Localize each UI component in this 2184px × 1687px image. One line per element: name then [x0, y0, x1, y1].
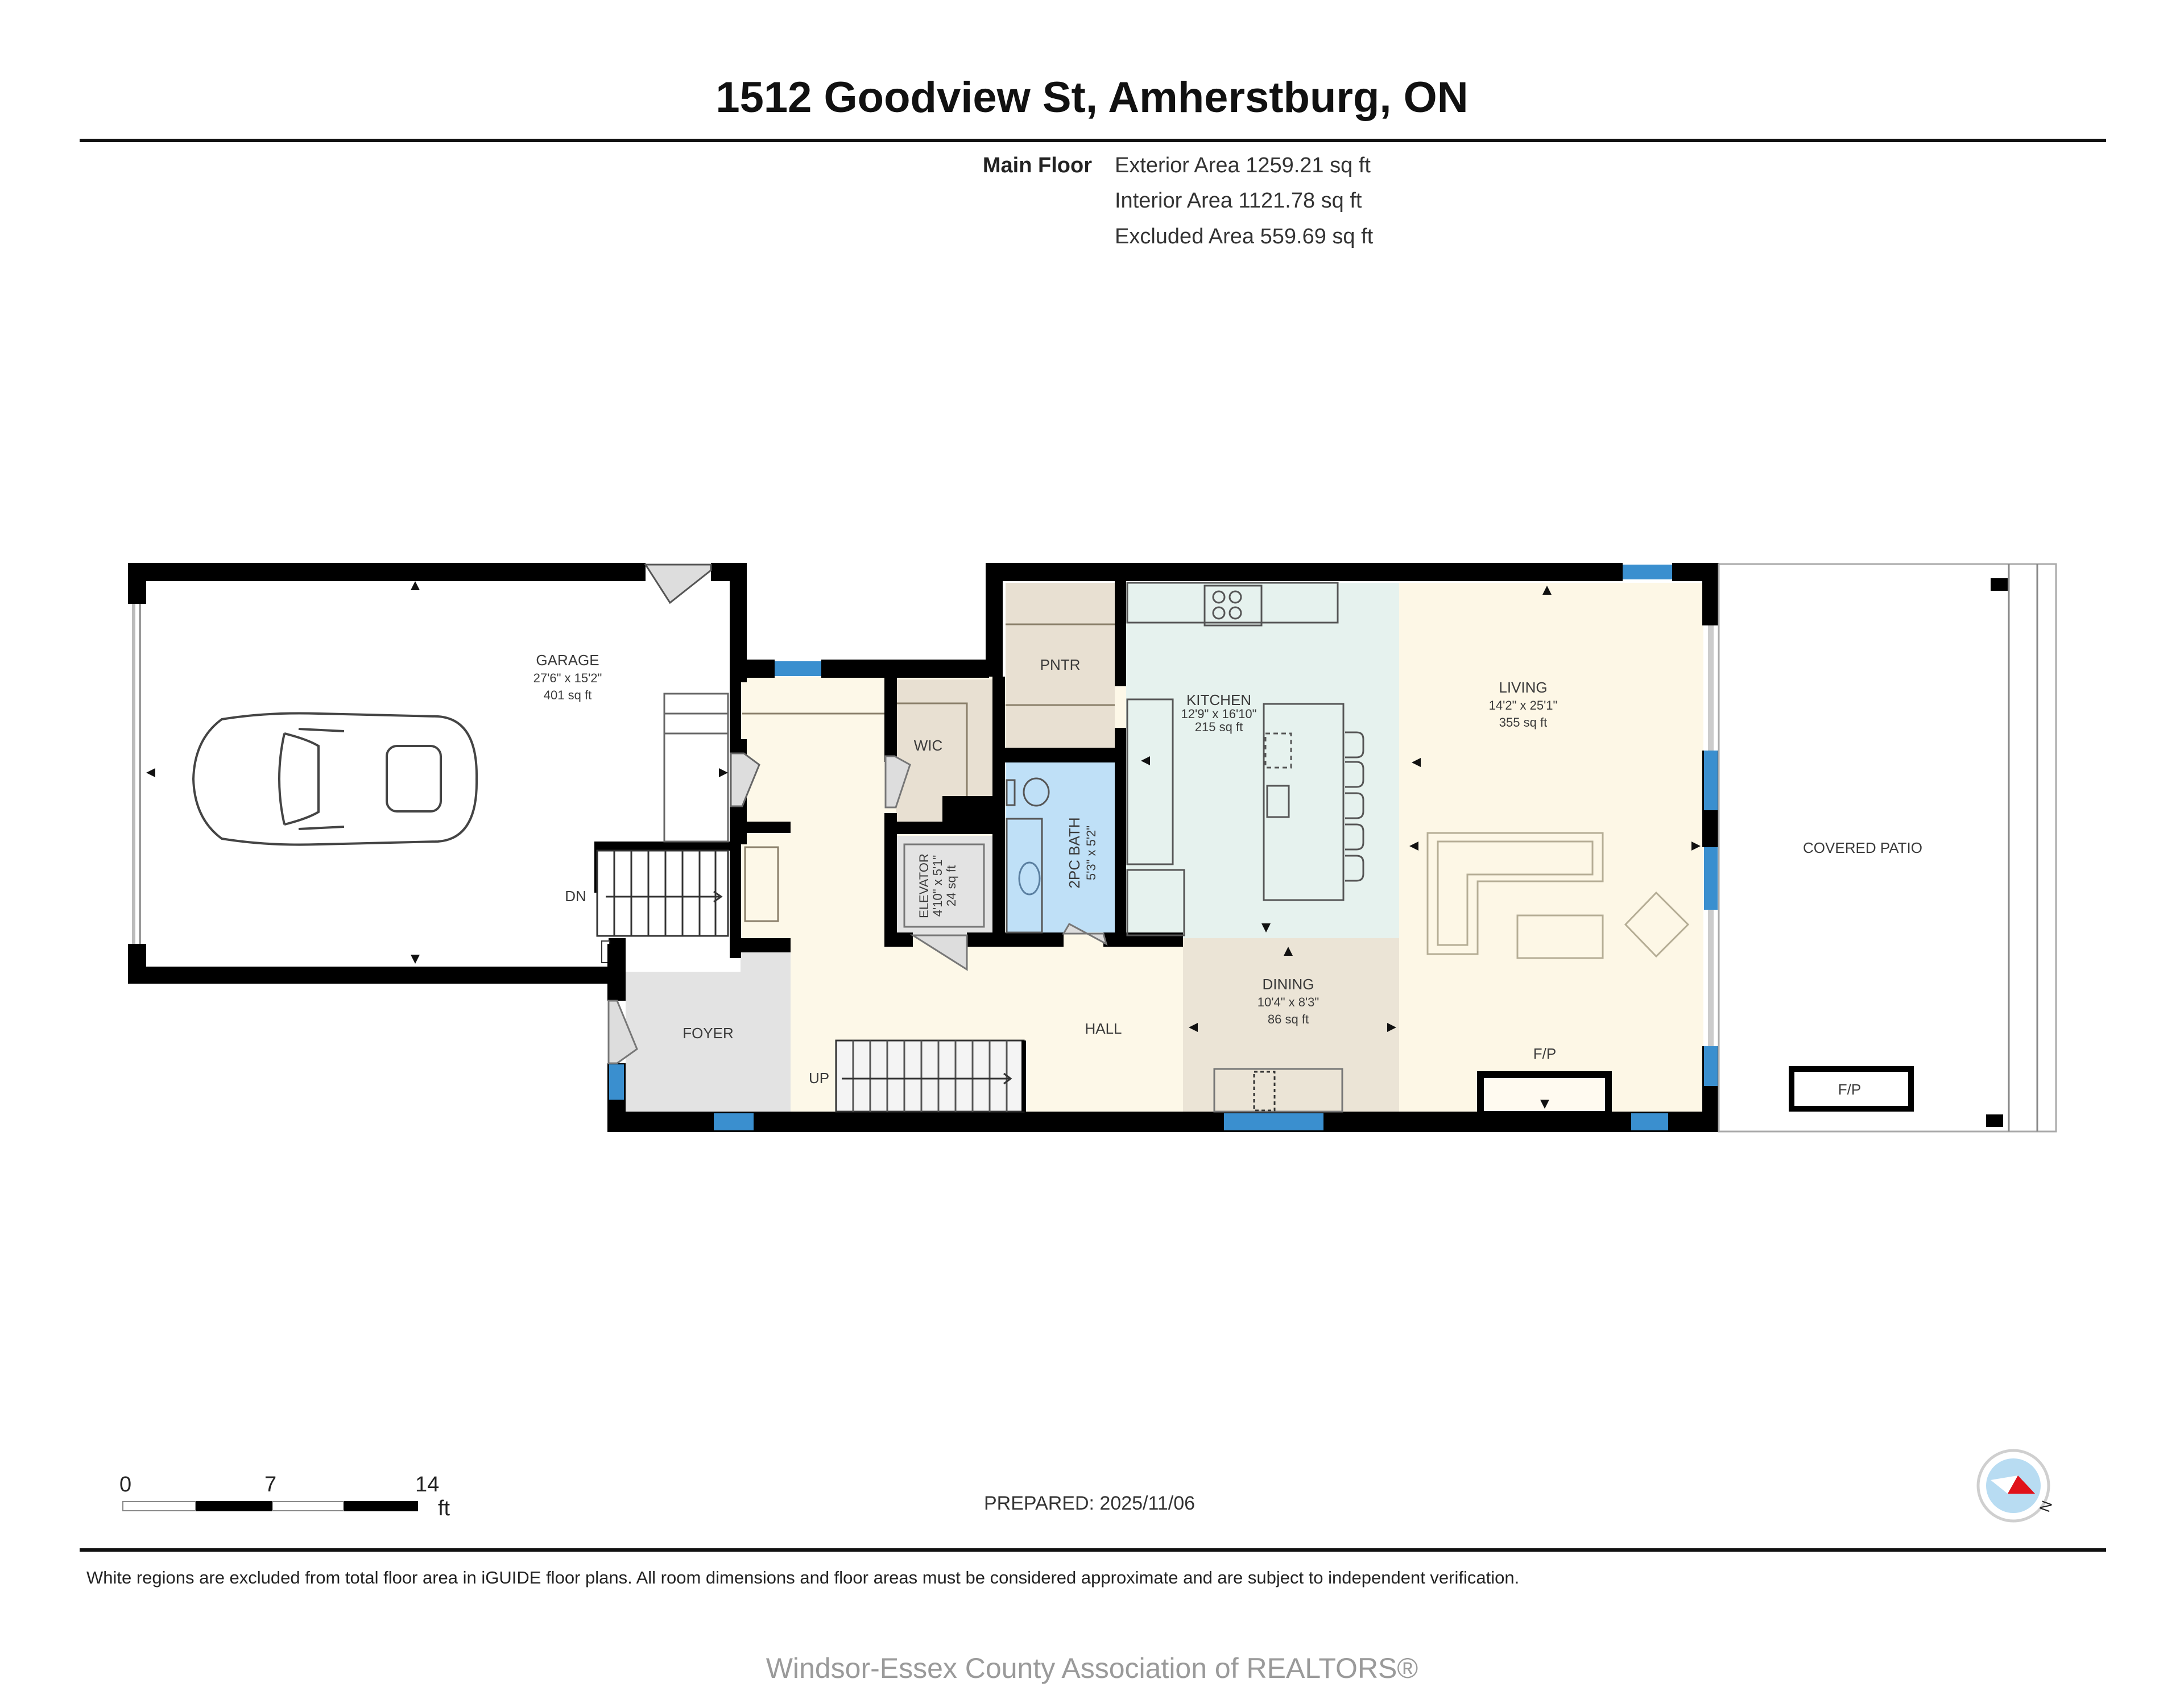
header-divider	[80, 139, 2106, 142]
foyer-fill	[626, 952, 791, 1114]
wic-name: WIC	[914, 737, 943, 754]
disclaimer-text: White regions are excluded from total fl…	[86, 1568, 1520, 1587]
patio-name: COVERED PATIO	[1803, 839, 1922, 856]
patio-fireplace-label: F/P	[1838, 1081, 1861, 1098]
interior-area: Interior Area 1121.78 sq ft	[1115, 189, 1362, 213]
pantry-name: PNTR	[1040, 656, 1081, 673]
kitchen-dims: 12'9" x 16'10"	[1181, 707, 1257, 721]
scale-seg-3	[272, 1501, 344, 1511]
pantry-fill	[1006, 583, 1115, 748]
page-title: 1512 Goodview St, Amherstburg, ON	[715, 73, 1469, 122]
covered-patio	[1718, 563, 2057, 1133]
dining-fill	[1183, 938, 1399, 1114]
living-fireplace-label: F/P	[1533, 1045, 1556, 1062]
dining-dims: 10'4" x 8'3"	[1258, 995, 1319, 1009]
stairs-down	[596, 849, 729, 937]
garage-area: 401 sq ft	[544, 688, 592, 702]
garage-dim-arrows	[146, 581, 728, 964]
scale-seg-2	[196, 1501, 272, 1511]
living-fill	[1399, 583, 1703, 1114]
room-labels: GARAGE 27'6" x 15'2" 401 sq ft PNTR WIC …	[533, 652, 1922, 1098]
floor-label: Main Floor	[982, 154, 1092, 177]
bath-fill	[1006, 762, 1115, 932]
watermark: Windsor-Essex County Association of REAL…	[766, 1652, 1418, 1684]
dimension-arrows	[1141, 586, 1701, 1109]
garage-dims: 27'6" x 15'2"	[533, 671, 602, 685]
dining-name: DINING	[1263, 976, 1314, 993]
scale-seg-1	[122, 1501, 196, 1511]
dining-area: 86 sq ft	[1268, 1012, 1309, 1026]
elevator-fill	[896, 836, 994, 935]
elevator-name: ELEVATOR	[917, 853, 931, 918]
walls	[607, 563, 1719, 1132]
scale-bar: 0 7 14 ft	[119, 1473, 472, 1535]
compass-icon: N	[1974, 1447, 2059, 1527]
scale-unit: ft	[438, 1497, 450, 1520]
excluded-area: Excluded Area 559.69 sq ft	[1115, 225, 1374, 248]
scale-tick-7: 7	[264, 1473, 277, 1497]
elevator-dims: 4'10" x 5'1"	[930, 855, 945, 917]
living-name: LIVING	[1499, 679, 1547, 696]
exterior-area: Exterior Area 1259.21 sq ft	[1115, 154, 1371, 177]
bath-name: 2PC BATH	[1066, 817, 1083, 888]
foyer-name: FOYER	[682, 1025, 734, 1042]
kitchen-area: 215 sq ft	[1195, 720, 1243, 734]
scale-tick-0: 0	[119, 1473, 132, 1497]
scale-tick-14: 14	[415, 1473, 440, 1497]
kitchen-name: KITCHEN	[1186, 691, 1251, 708]
car-icon	[192, 712, 478, 846]
garage	[128, 563, 760, 989]
garage-name: GARAGE	[536, 652, 599, 669]
prepared-date: PREPARED: 2025/11/06	[984, 1493, 1196, 1514]
hall-name: HALL	[1085, 1020, 1122, 1037]
stairs-down-label: DN	[565, 888, 586, 905]
footer-divider	[80, 1548, 2106, 1552]
elevator-area: 24 sq ft	[944, 865, 958, 906]
living-area: 355 sq ft	[1499, 715, 1547, 729]
living-dims: 14'2" x 25'1"	[1489, 698, 1558, 712]
bath-dims: 5'3" x 5'2"	[1084, 826, 1098, 880]
stairs-up-label: UP	[809, 1070, 829, 1087]
kitchen-fill	[1126, 583, 1399, 938]
scale-seg-4	[344, 1501, 418, 1511]
